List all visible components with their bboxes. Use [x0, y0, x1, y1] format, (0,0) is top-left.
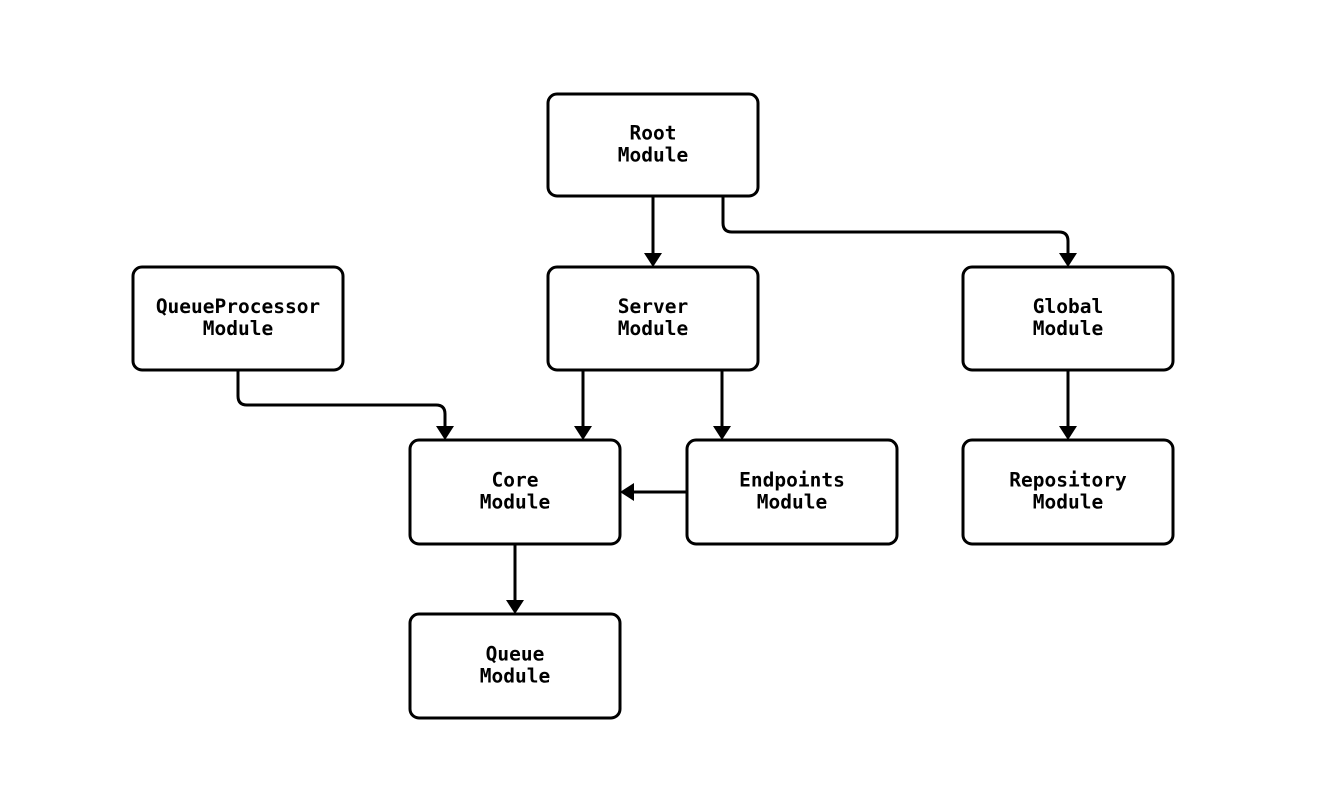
node-box[interactable] [408, 438, 622, 546]
node-label-line2: Module [1033, 491, 1103, 514]
node-label-line1: Server [618, 295, 688, 318]
node-box[interactable] [546, 92, 760, 198]
edge-server-to-core [574, 370, 592, 440]
node-box[interactable] [961, 265, 1175, 372]
node-box[interactable] [131, 265, 345, 372]
edge-root-to-global [721, 196, 1077, 267]
node-label-line1: QueueProcessor [156, 295, 320, 318]
edge-line [236, 370, 447, 428]
edge-queueprocessor-to-core [236, 370, 454, 440]
node-label-line2: Module [618, 317, 688, 340]
arrow-head-icon [713, 426, 731, 440]
node-label-line2: Module [480, 665, 550, 688]
node-box[interactable] [685, 438, 899, 546]
edge-core-to-queue [506, 544, 524, 614]
arrow-head-icon [574, 426, 592, 440]
edges-layer [236, 196, 1077, 614]
node-label-line1: Endpoints [739, 469, 845, 492]
arrow-head-icon [436, 426, 454, 440]
node-label-line1: Core [492, 469, 539, 492]
arrow-head-icon [1059, 253, 1077, 267]
node-label-line2: Module [757, 491, 827, 514]
node-label-line2: Module [480, 491, 550, 514]
node-label-line2: Module [1033, 317, 1103, 340]
node-box[interactable] [546, 265, 760, 372]
node-label-line1: Root [630, 122, 677, 145]
edge-line [721, 196, 1070, 255]
node-label-line2: Module [203, 317, 273, 340]
arrow-head-icon [644, 253, 662, 267]
edge-endpoints-to-core [620, 483, 687, 501]
arrow-head-icon [620, 483, 634, 501]
nodes-layer: RootModuleQueueProcessorModuleServerModu… [131, 92, 1175, 720]
node-label-line2: Module [618, 144, 688, 167]
node-box[interactable] [408, 612, 622, 720]
arrow-head-icon [506, 600, 524, 614]
node-label-line1: Global [1033, 295, 1103, 318]
edge-server-to-endpoints [713, 370, 731, 440]
node-label-line1: Repository [1009, 469, 1127, 492]
node-box[interactable] [961, 438, 1175, 546]
arrow-head-icon [1059, 426, 1077, 440]
edge-root-to-server [644, 196, 662, 267]
node-label-line1: Queue [486, 643, 545, 666]
edge-global-to-repository [1059, 370, 1077, 440]
